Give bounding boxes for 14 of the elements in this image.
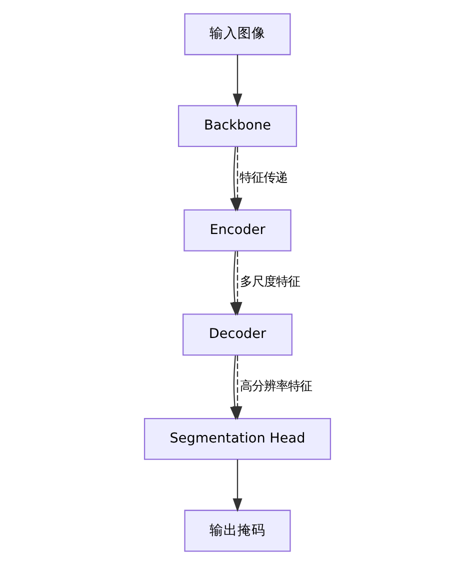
edge-label: 多尺度特征 — [239, 274, 300, 289]
edge-label: 高分辨率特征 — [240, 378, 312, 393]
arrow — [232, 146, 242, 212]
arrow — [232, 251, 242, 316]
node-box: 输出掩码 — [184, 510, 290, 552]
arrow — [232, 460, 242, 512]
arrow — [232, 54, 242, 108]
edge-label: 特征传递 — [239, 169, 288, 184]
node-box: Encoder — [183, 209, 291, 252]
node-box: Backbone — [177, 105, 297, 148]
arrow — [232, 355, 242, 420]
node-box: 输入图像 — [184, 13, 290, 56]
node-box: Segmentation Head — [143, 418, 331, 460]
node-box: Decoder — [182, 314, 292, 356]
